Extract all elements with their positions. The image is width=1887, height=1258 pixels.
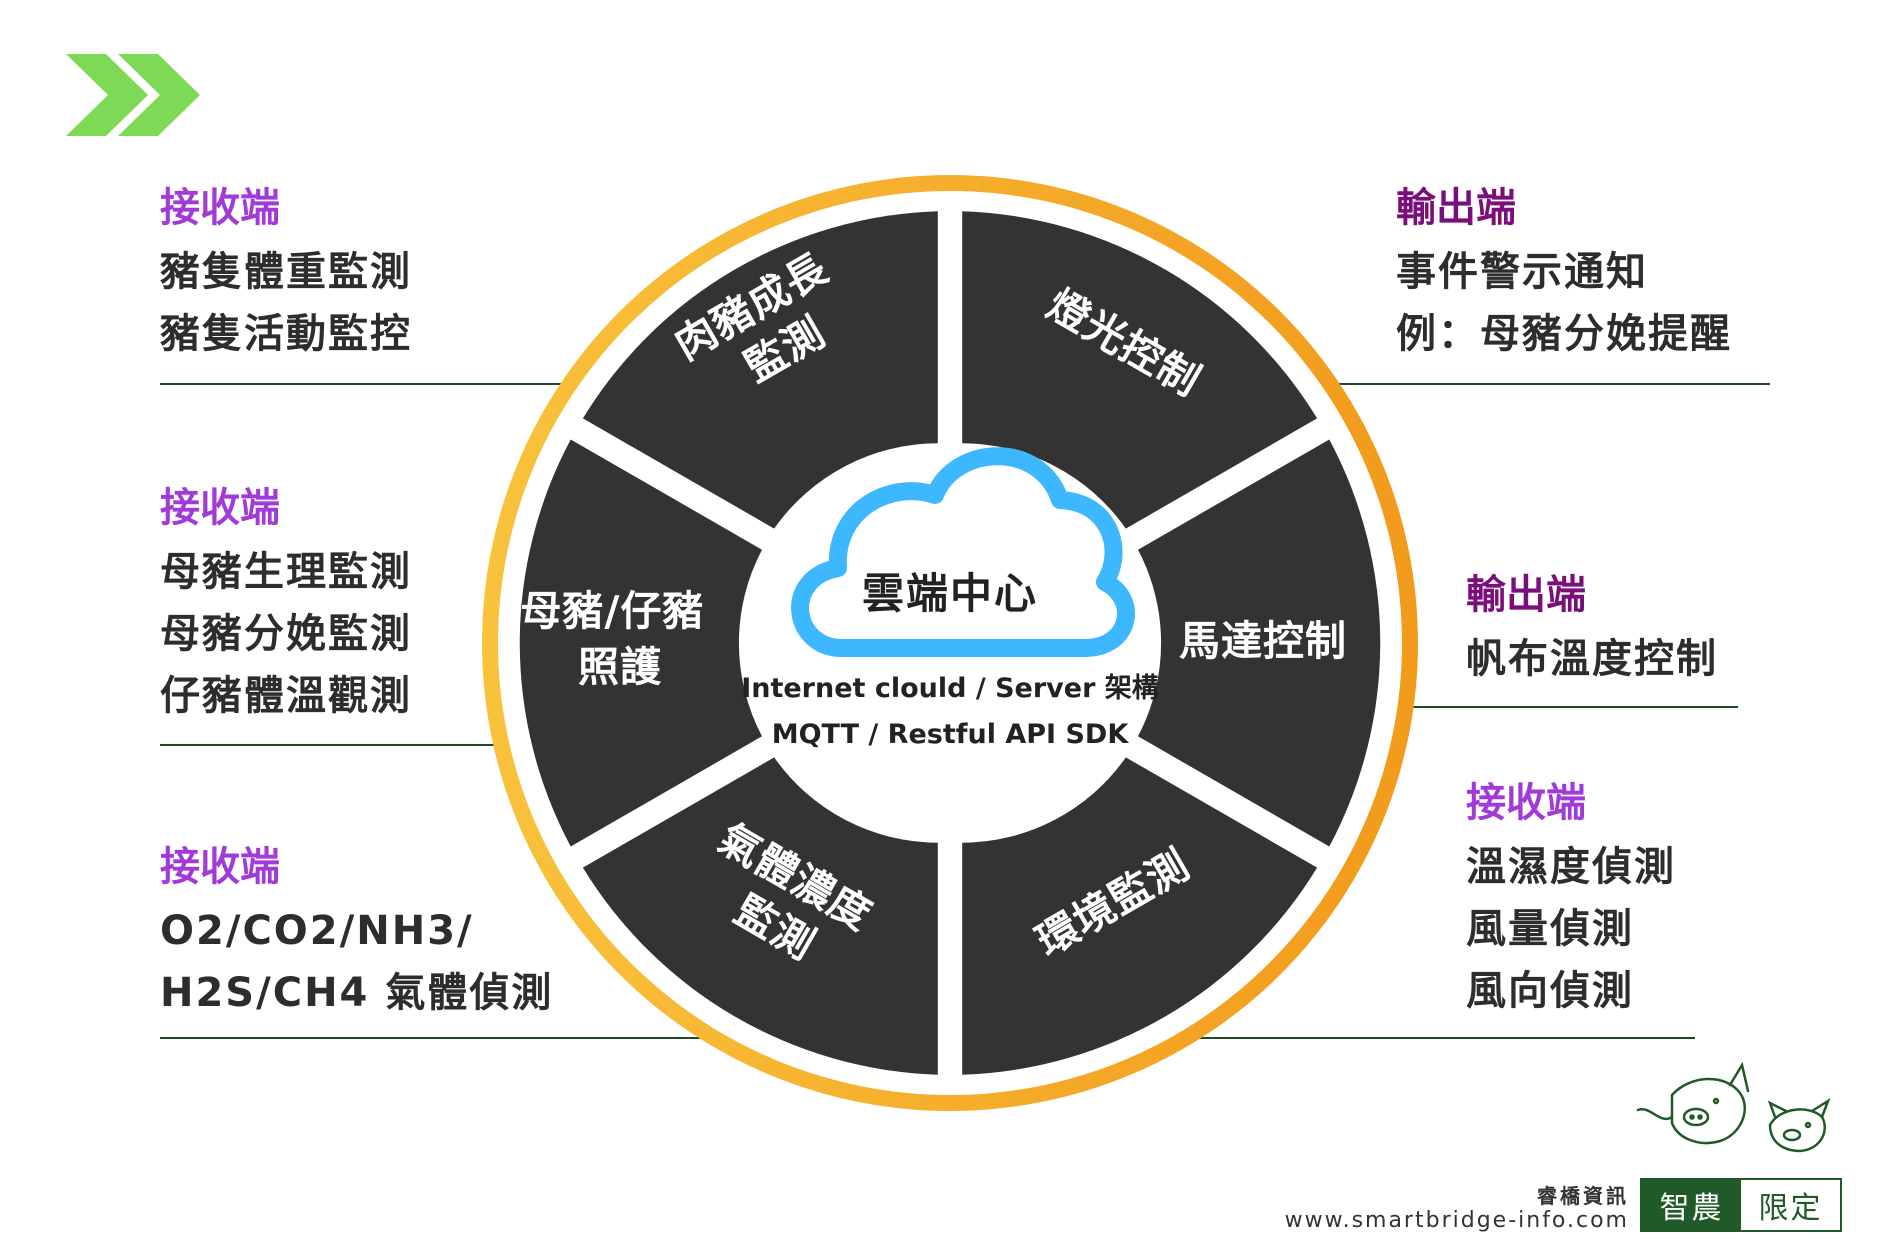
divider-line [160, 383, 630, 385]
divider-line [1260, 383, 1770, 385]
block-line: 豬隻體重監測 [160, 249, 412, 295]
double-chevron-icon [66, 54, 200, 136]
segment-label-line: 馬達控制 [1179, 617, 1347, 665]
badge-right: 限定 [1741, 1180, 1840, 1230]
block-line: 例：母豬分娩提醒 [1396, 311, 1732, 357]
block-line: 仔豬體溫觀測 [160, 673, 412, 719]
center-title: 雲端中心 [862, 569, 1038, 618]
left-block-3: 接收端 O2/CO2/NH3/ H2S/CH4 氣體偵測 [160, 842, 553, 1024]
block-label: 輸出端 [1466, 572, 1586, 618]
center-subtitle-1: Internet clould / Server 架構 [741, 673, 1159, 704]
divider-line [1040, 1037, 1695, 1039]
right-block-2: 輸出端 帆布溫度控制 [1466, 570, 1718, 690]
company-name: 睿橋資訊 [1537, 1184, 1629, 1208]
segment-top-left [582, 211, 938, 529]
block-line: 溫濕度偵測 [1466, 844, 1676, 890]
block-label: 接收端 [1466, 780, 1586, 826]
block-label: 接收端 [160, 185, 280, 231]
center-subtitle-2: MQTT / Restful API SDK [772, 719, 1130, 750]
segment-label-right: 馬達控制 [1179, 617, 1347, 665]
segment-label-line: 母豬/仔豬 [520, 587, 704, 635]
cloud-icon [791, 447, 1135, 657]
block-line: 母豬生理監測 [160, 549, 412, 595]
left-block-1: 接收端 豬隻體重監測 豬隻活動監控 [160, 183, 412, 365]
segment-label-left: 母豬/仔豬 照護 [520, 587, 719, 691]
block-line: H2S/CH4 氣體偵測 [160, 970, 554, 1016]
segment-top-right [962, 211, 1318, 529]
brand-badge: 智農 限定 [1640, 1178, 1842, 1232]
right-block-3: 接收端 溫濕度偵測 風量偵測 風向偵測 [1466, 778, 1676, 1022]
pig-logo-icon [1636, 1061, 1831, 1153]
right-block-1: 輸出端 事件警示通知 例：母豬分娩提醒 [1396, 183, 1732, 365]
badge-left: 智農 [1642, 1180, 1741, 1230]
block-line: 風量偵測 [1466, 906, 1634, 952]
segment-bottom-left [582, 757, 938, 1075]
divider-line [1310, 706, 1738, 708]
wheel-segments [519, 211, 1381, 1075]
block-line: 風向偵測 [1466, 968, 1634, 1014]
segment-label-line: 照護 [578, 643, 662, 691]
block-line: 豬隻活動監控 [160, 311, 412, 357]
segment-left [519, 439, 762, 847]
divider-line [160, 744, 580, 746]
block-label: 接收端 [160, 844, 280, 890]
block-line: 帆布溫度控制 [1466, 636, 1718, 682]
block-line: 母豬分娩監測 [160, 611, 412, 657]
block-line: 事件警示通知 [1396, 249, 1648, 295]
segment-bottom-right [962, 757, 1318, 1075]
segment-right [1138, 439, 1381, 847]
block-label: 輸出端 [1396, 185, 1516, 231]
divider-line [160, 1037, 930, 1039]
website-link[interactable]: www.smartbridge-info.com [1284, 1208, 1629, 1233]
block-label: 接收端 [160, 485, 280, 531]
left-block-2: 接收端 母豬生理監測 母豬分娩監測 仔豬體溫觀測 [160, 483, 412, 727]
block-line: O2/CO2/NH3/ [160, 908, 474, 954]
